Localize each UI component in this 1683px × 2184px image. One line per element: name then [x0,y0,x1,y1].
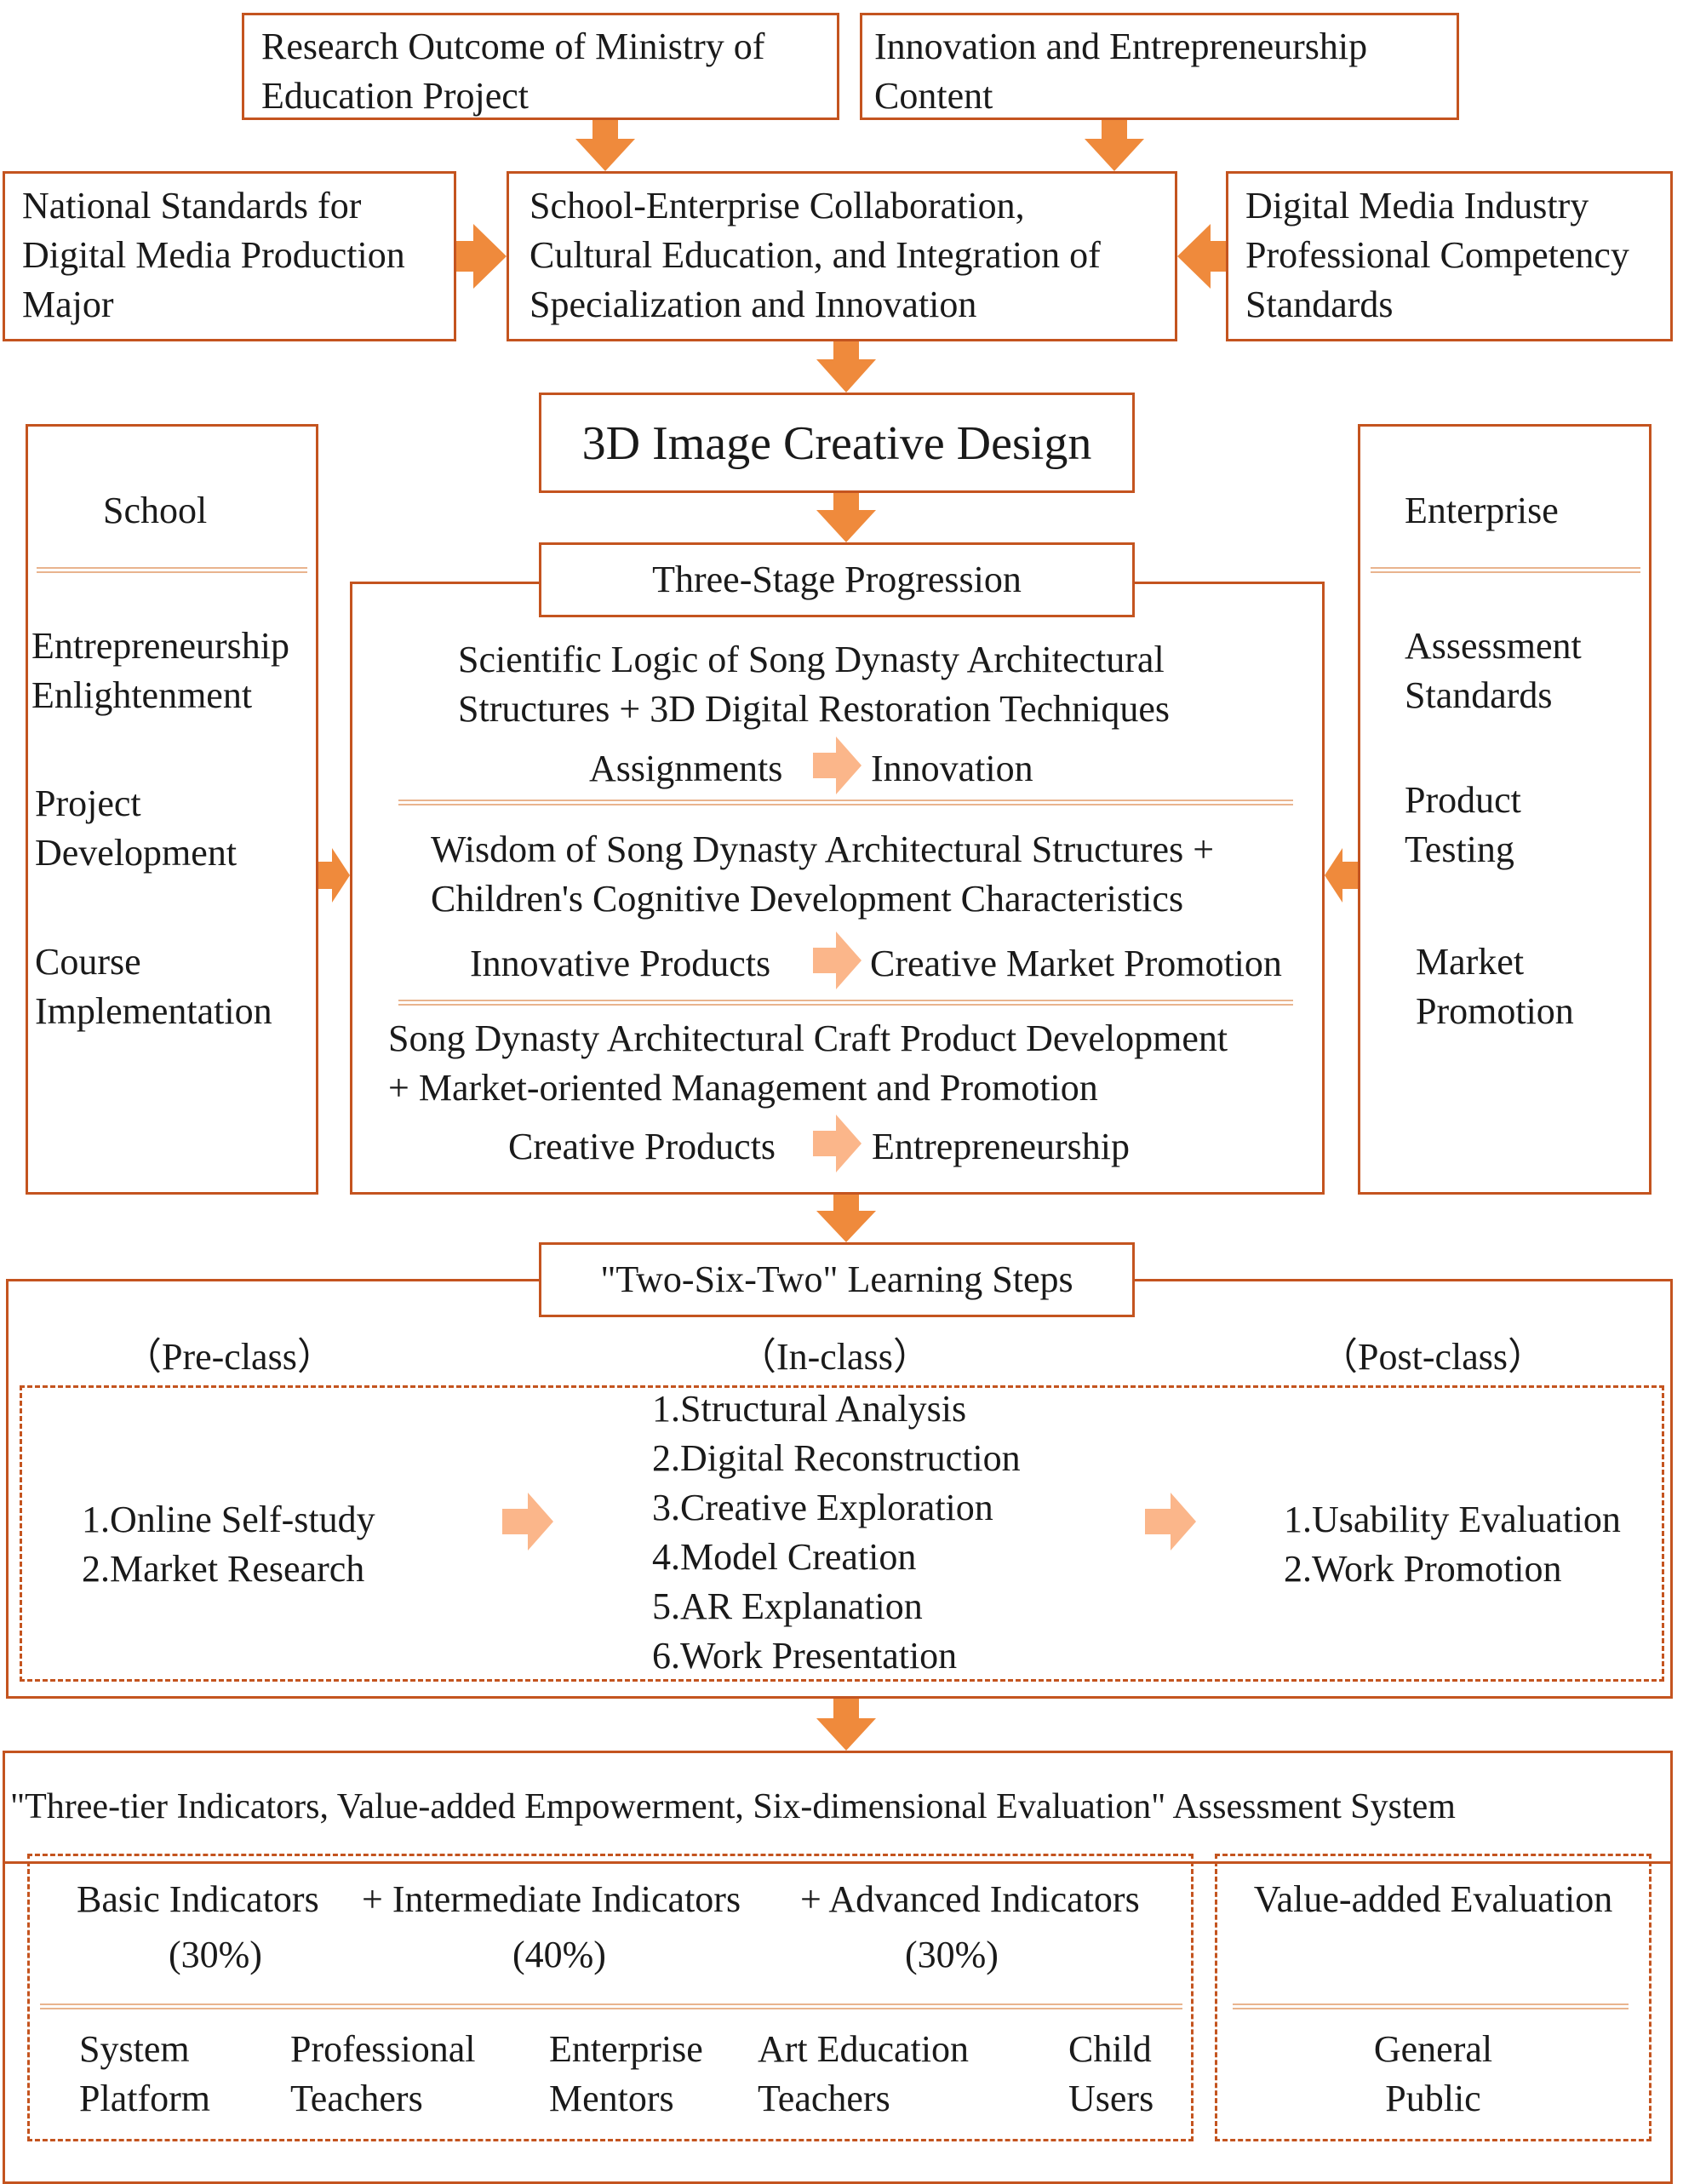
arrow-stage3 [813,1115,862,1172]
stage1-to: Innovation [871,748,1033,789]
intermediate-indicators-pct: (40%) [512,1934,606,1975]
assessment-box: "Three-tier Indicators, Value-added Empo… [3,1751,1673,2184]
enterprise-item-assessment: Assessment Standards [1405,625,1582,716]
collaboration-text: School-Enterprise Collaboration, Cultura… [530,185,1101,325]
enterprise-title: Enterprise [1405,490,1559,531]
in-class-label: （In-class） [739,1336,930,1378]
stage1-from: Assignments [589,748,783,789]
enterprise-box: Enterprise Assessment Standards Product … [1358,424,1652,1195]
advanced-indicators-pct: (30%) [905,1934,999,1975]
arrow-right-school [318,848,350,903]
arrow-left-enterprise [1325,848,1358,903]
school-title: School [103,490,208,531]
school-box: School Entrepreneurship Enlightenment Pr… [26,424,318,1195]
value-added-divider [1233,2003,1629,2009]
school-item-development: Project Development [35,782,238,874]
evaluator-art-education-teachers: Art Education Teachers [758,2028,970,2119]
arrow-down-research [575,120,635,171]
arrow-in-to-post [1145,1493,1196,1551]
learning-steps-dashed-area: 1.Online Self-study 2.Market Research 1.… [20,1385,1664,1682]
post-class-items: 1.Usability Evaluation 2.Work Promotion [1284,1499,1621,1590]
learning-steps-title: "Two-Six-Two" Learning Steps [600,1258,1073,1300]
pre-class-label: （Pre-class） [124,1336,335,1378]
innovation-content-text: Innovation and Entrepreneurship Content [874,26,1368,117]
national-standards-text: National Standards for Digital Media Pro… [22,185,405,325]
course-title-box: 3D Image Creative Design [539,393,1135,493]
industry-standards-text: Digital Media Industry Professional Comp… [1245,185,1629,325]
arrow-right-national [456,224,507,289]
enterprise-divider [1371,567,1640,573]
stage-divider-2 [398,1000,1293,1006]
evaluator-child-users: Child Users [1068,2028,1154,2119]
stage3-text: Song Dynasty Architectural Craft Product… [388,1017,1228,1109]
school-item-enlightenment: Entrepreneurship Enlightenment [31,625,289,716]
arrow-down-collaboration [816,341,876,393]
national-standards-box: National Standards for Digital Media Pro… [3,171,456,341]
research-outcome-box: Research Outcome of Ministry of Educatio… [242,13,839,120]
arrow-down-course [816,493,876,542]
arrow-left-industry [1177,224,1226,289]
three-stage-title-box: Three-Stage Progression [539,542,1135,617]
industry-standards-box: Digital Media Industry Professional Comp… [1226,171,1673,341]
intermediate-indicators: + Intermediate Indicators [362,1878,741,1920]
collaboration-box: School-Enterprise Collaboration, Cultura… [507,171,1177,341]
stage2-text: Wisdom of Song Dynasty Architectural Str… [431,828,1215,920]
course-title: 3D Image Creative Design [581,417,1092,470]
advanced-indicators: + Advanced Indicators [800,1878,1140,1920]
pre-class-items: 1.Online Self-study 2.Market Research [82,1499,375,1590]
value-added-evaluation: Value-added Evaluation [1253,1878,1613,1920]
enterprise-item-testing: Product Testing [1405,779,1521,870]
school-divider [37,567,307,573]
in-class-items: 1.Structural Analysis 2.Digital Reconstr… [652,1388,1021,1677]
research-outcome-text: Research Outcome of Ministry of Educatio… [261,26,765,117]
indicators-dashed-area: Basic Indicators (30%) + Intermediate In… [27,1854,1194,2141]
learning-steps-title-box: "Two-Six-Two" Learning Steps [539,1242,1135,1317]
stage2-to: Creative Market Promotion [870,943,1282,984]
three-stage-box: Scientific Logic of Song Dynasty Archite… [350,582,1325,1195]
arrow-stage1 [813,737,862,794]
stage2-from: Innovative Products [470,943,771,984]
three-stage-title: Three-Stage Progression [652,559,1022,600]
evaluator-system-platform: System Platform [79,2028,210,2119]
assessment-title-line [5,1861,1670,1864]
arrow-down-innovation [1085,120,1144,171]
school-item-implementation: Course Implementation [35,941,272,1032]
assessment-title: "Three-tier Indicators, Value-added Empo… [10,1787,1456,1826]
enterprise-item-promotion: Market Promotion [1416,941,1574,1032]
indicators-divider [40,2003,1182,2009]
basic-indicators-pct: (30%) [169,1934,262,1975]
arrow-down-stages [816,1195,876,1242]
evaluator-general-public: General Public [1373,2028,1493,2119]
stage3-from: Creative Products [508,1126,776,1167]
value-added-dashed-area: Value-added Evaluation General Public [1215,1854,1652,2141]
innovation-content-box: Innovation and Entrepreneurship Content [860,13,1459,120]
stage-divider-1 [398,800,1293,805]
evaluator-professional-teachers: Professional Teachers [290,2028,476,2119]
arrow-pre-to-in [502,1493,553,1551]
arrow-stage2 [813,931,862,989]
evaluator-enterprise-mentors: Enterprise Mentors [549,2028,703,2119]
post-class-label: （Post-class） [1320,1336,1545,1378]
stage3-to: Entrepreneurship [872,1126,1130,1167]
arrow-down-learning [816,1699,876,1751]
stage1-text: Scientific Logic of Song Dynasty Archite… [458,639,1170,730]
basic-indicators: Basic Indicators [77,1878,319,1920]
